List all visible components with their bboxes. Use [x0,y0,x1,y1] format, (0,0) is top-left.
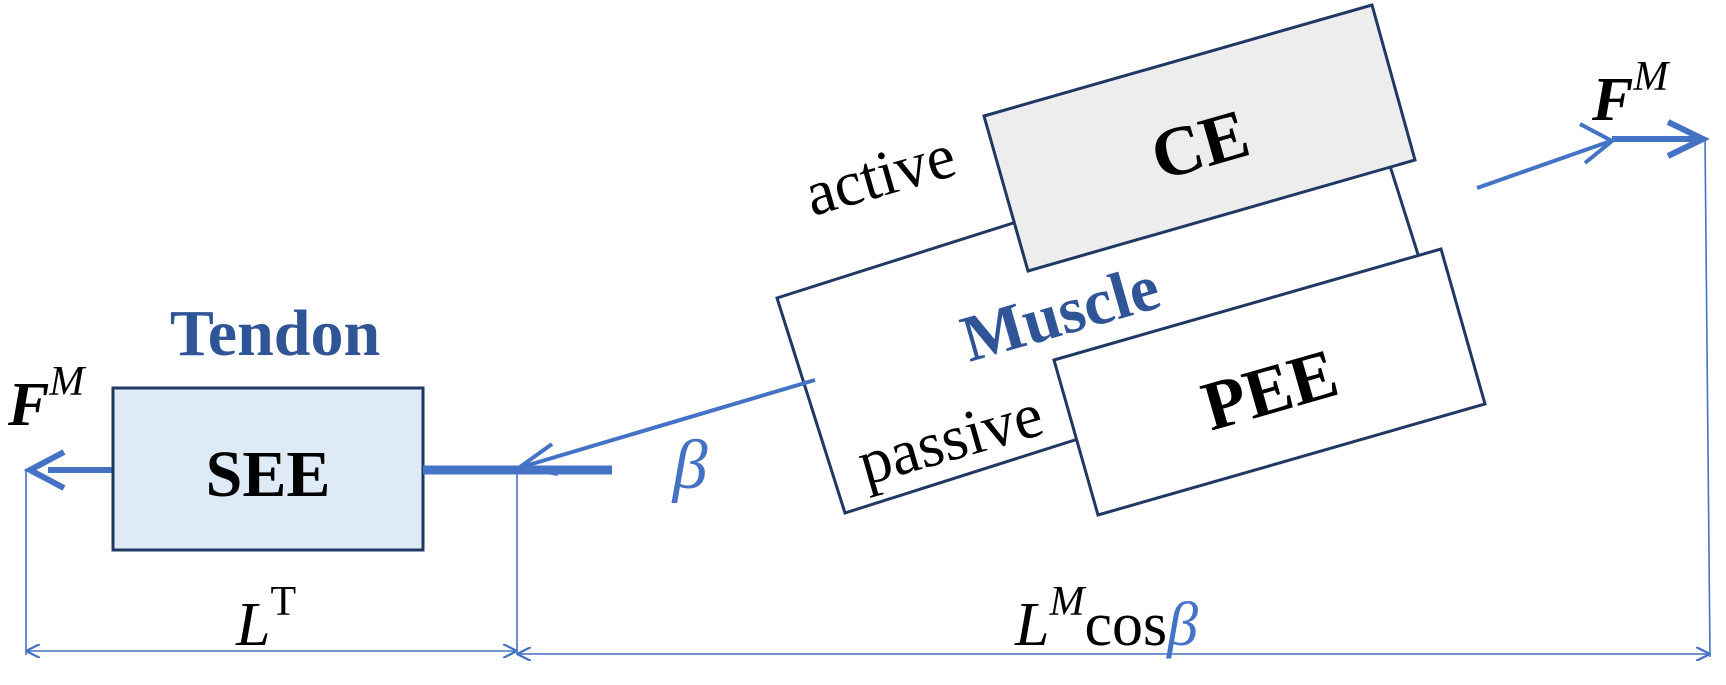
tendon-length-base: L [235,591,270,659]
muscle-length-cos: cos [1084,591,1167,659]
right-force-arrow [1476,119,1710,190]
right-force-label: FM [1591,54,1670,134]
muscle-length-beta: β [1166,591,1198,659]
left-force-sup: M [48,359,86,405]
left-force-arrow [23,449,113,491]
see-label: SEE [206,438,331,511]
ce-box [982,3,1417,273]
tendon-length-sup: T [270,579,296,625]
muscle-group [775,3,1487,517]
tendon-title: Tendon [170,297,380,370]
pennation-angle-label: β [671,427,708,504]
left-force-label: FM [7,359,86,439]
muscle-length-label: LMcosβ [1014,579,1198,659]
ext-line-right [1704,138,1711,658]
right-force-sup: M [1632,54,1670,100]
pee-box [1052,247,1487,517]
muscle-length-base: L [1014,591,1049,659]
active-label: active [797,119,963,229]
left-force-base: F [7,371,49,439]
tendon-length-label: LT [235,579,296,659]
muscle-length-sup: M [1048,579,1086,625]
muscle-to-tendon-arrow [515,378,816,476]
right-force-base: F [1591,66,1633,134]
